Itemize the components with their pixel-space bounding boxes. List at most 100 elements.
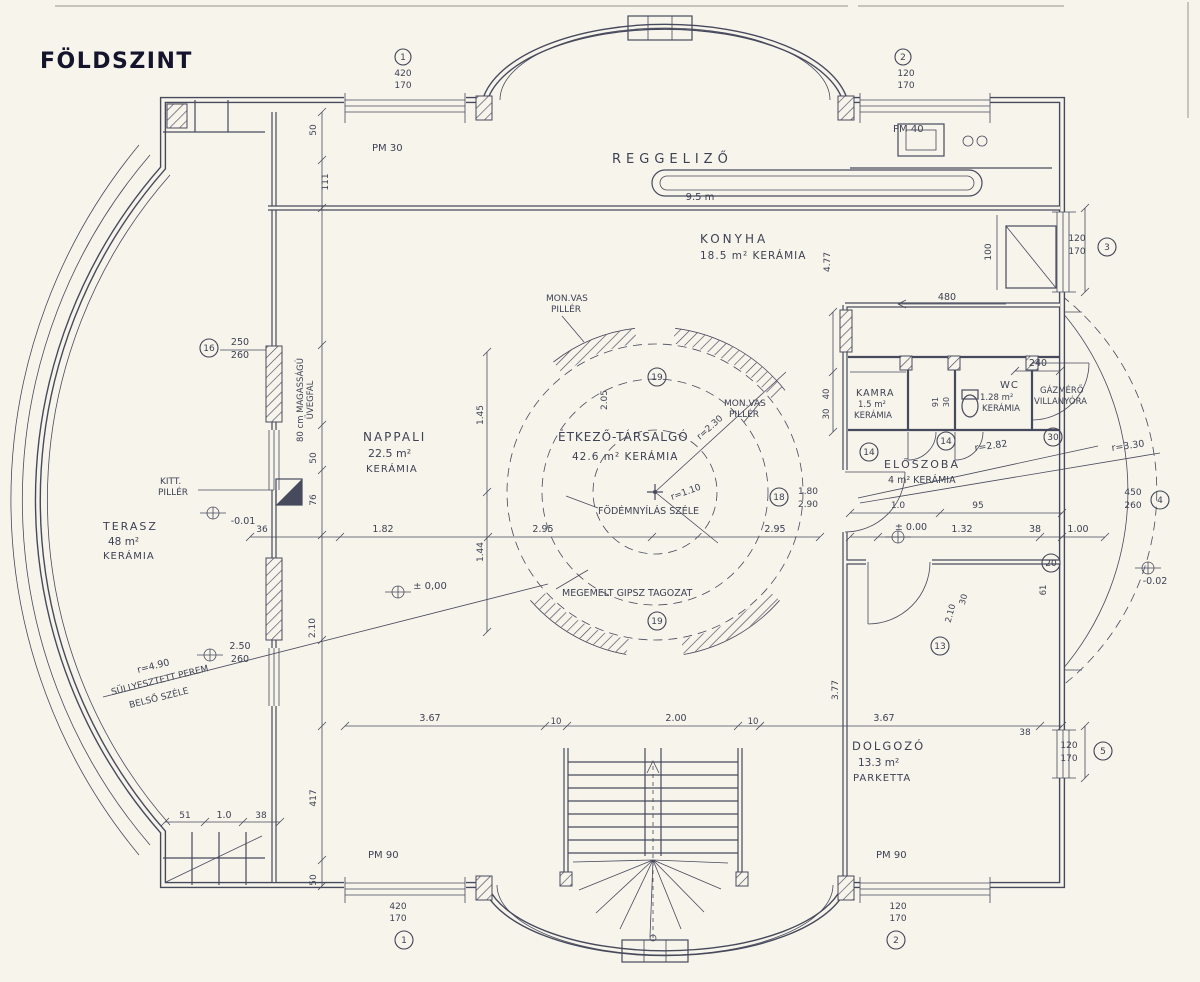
dim-v-91: 91 xyxy=(931,397,940,407)
marker-14-a: 14 xyxy=(863,448,875,458)
dim-v-50b: 50 xyxy=(309,452,319,464)
interior-walls xyxy=(268,112,1060,886)
note-monvas-pillar-2b: PILLÉR xyxy=(729,408,759,420)
note-villanyora: VILLANYÓRA xyxy=(1034,395,1087,407)
dim-v-2-10: 2.10 xyxy=(308,618,318,638)
dim-v-111: 111 xyxy=(321,173,331,190)
room-area-konyha: 18.5 m² KERÁMIA xyxy=(700,249,806,262)
level-right: -0.02 xyxy=(1143,576,1168,587)
dim-v-1-44: 1.44 xyxy=(476,542,486,562)
marker-1: 1 xyxy=(401,936,407,946)
room-floor-terasz: KERÁMIA xyxy=(103,549,155,562)
marker-16: 16 xyxy=(203,344,215,354)
room-label-etkezo: ÉTKEZŐ-TÁRSALGÓ xyxy=(558,429,689,444)
dim-v-4-77: 4.77 xyxy=(823,252,833,272)
winspec-leftwall-h: 260 xyxy=(231,350,249,361)
winspec-bottomright-w: 120 xyxy=(889,902,906,912)
winspec-right-upper-h: 170 xyxy=(1068,247,1085,257)
dim-38-a: 38 xyxy=(1029,524,1041,535)
room-floor-wc: KERÁMIA xyxy=(982,402,1020,414)
room-label-nappali: NAPPALI xyxy=(363,430,426,444)
dim-38-bottom: 38 xyxy=(255,811,267,821)
terrace-bay-arcs xyxy=(10,144,171,856)
door-swings xyxy=(844,362,1090,625)
kitchen-fixtures xyxy=(651,123,1057,289)
hatched-piers xyxy=(166,95,1039,901)
dim-1-00: 1.00 xyxy=(1067,524,1088,535)
dim-3-67-b: 3.67 xyxy=(873,713,894,724)
dim-v-1-45: 1.45 xyxy=(476,405,486,425)
room-area-dolgozo: 13.3 m² xyxy=(858,757,899,769)
level-symbols xyxy=(197,506,1161,662)
windows xyxy=(266,93,1076,903)
winspec-bottomleft-h: 170 xyxy=(389,914,406,924)
note-gazmero: GÁZMÉRŐ xyxy=(1040,384,1084,396)
radius-1-10: r=1.10 xyxy=(670,483,703,503)
winspec-topleft-w: 420 xyxy=(394,69,411,79)
leader-lines xyxy=(102,315,1161,698)
dim-240: 240 xyxy=(1029,358,1047,369)
dim-10-a: 10 xyxy=(551,717,562,727)
winspec-topright-w: 120 xyxy=(897,69,914,79)
dim-10-b: 10 xyxy=(748,717,759,727)
radius-3-30: r=3.30 xyxy=(1111,438,1145,453)
note-pm30: PM 30 xyxy=(372,143,403,154)
dim-36: 36 xyxy=(256,525,268,535)
winspec-topright-h: 170 xyxy=(897,81,914,91)
note-monvas-pillar-2: MON.VAS xyxy=(724,399,766,409)
note-monvas-pillar-1b: PILLÉR xyxy=(551,303,581,315)
dim-2-95-a: 2.95 xyxy=(532,524,553,535)
level-eloszoba: ± 0.00 xyxy=(895,522,927,533)
dim-1-80: 1.80 xyxy=(798,487,818,497)
radius-2-30: r=2.30 xyxy=(695,414,725,443)
dim-2-90: 2.90 xyxy=(798,500,818,510)
room-area-wc: 1.28 m² xyxy=(980,393,1013,403)
round-dining-room xyxy=(506,327,804,655)
room-floor-nappali: KERÁMIA xyxy=(366,462,418,475)
marker-13: 13 xyxy=(934,642,945,652)
marker-2: 2 xyxy=(893,936,899,946)
dim-1-0: 1.0 xyxy=(891,501,906,511)
dim-v-30w: 30 xyxy=(942,397,951,407)
winspec-right-mid-h: 260 xyxy=(1124,501,1141,511)
dim-3-67-a: 3.67 xyxy=(419,713,440,724)
dim-v-40: 40 xyxy=(822,389,832,400)
winspec-leftwall2-w: 2.50 xyxy=(229,641,250,652)
note-pm40: PM 40 xyxy=(893,124,924,135)
winspec-right-mid-w: 450 xyxy=(1124,488,1141,498)
marker-2-top: 2 xyxy=(900,53,906,63)
room-label-konyha: KONYHA xyxy=(700,232,768,246)
dim-v-3-77: 3.77 xyxy=(831,680,841,700)
dim-v-50a: 50 xyxy=(309,124,319,136)
note-fodemnyilas: FÖDÉMNYÍLÁS SZÉLE xyxy=(598,505,699,517)
note-kitt-pillar-b: PILLÉR xyxy=(158,486,188,498)
note-monvas-pillar-1: MON.VAS xyxy=(546,294,588,304)
right-bay-arcs xyxy=(1061,295,1158,687)
radius-4-90: r=4.90 xyxy=(136,657,171,676)
wall-openings xyxy=(839,424,985,568)
marker-4: 4 xyxy=(1157,496,1163,506)
dim-95: 95 xyxy=(972,501,983,511)
dim-2-00: 2.00 xyxy=(665,713,686,724)
room-label-dolgozo: DOLGOZÓ xyxy=(852,738,925,753)
note-pm90-left: PM 90 xyxy=(368,850,399,861)
room-floor-dolgozo: PARKETTA xyxy=(853,773,911,784)
room-label-terasz: TERASZ xyxy=(102,520,158,533)
dim-v-2-05: 2.05 xyxy=(600,390,610,410)
note-pm90-right: PM 90 xyxy=(876,850,907,861)
dim-9-5m: 9.5 m xyxy=(686,192,715,203)
dim-1-82: 1.82 xyxy=(372,524,393,535)
winspec-right-upper-w: 120 xyxy=(1068,234,1085,244)
marker-18: 18 xyxy=(773,493,785,503)
dim-v-30: 30 xyxy=(822,409,832,420)
room-area-eloszoba: 4 m² KERÁMIA xyxy=(888,474,956,486)
note-uvegfal-1: 80 cm MAGASSÁGÚ xyxy=(294,358,306,442)
level-nappali: ± 0,00 xyxy=(413,581,447,592)
dim-v-417: 417 xyxy=(309,789,319,806)
dim-v-50c: 50 xyxy=(309,874,319,886)
marker-1-top: 1 xyxy=(400,53,406,63)
dim-38-b: 38 xyxy=(1019,728,1031,738)
room-area-nappali: 22.5 m² xyxy=(368,447,411,460)
outer-walls xyxy=(34,23,1066,957)
room-label-eloszoba: ELŐSZOBA xyxy=(884,457,960,471)
